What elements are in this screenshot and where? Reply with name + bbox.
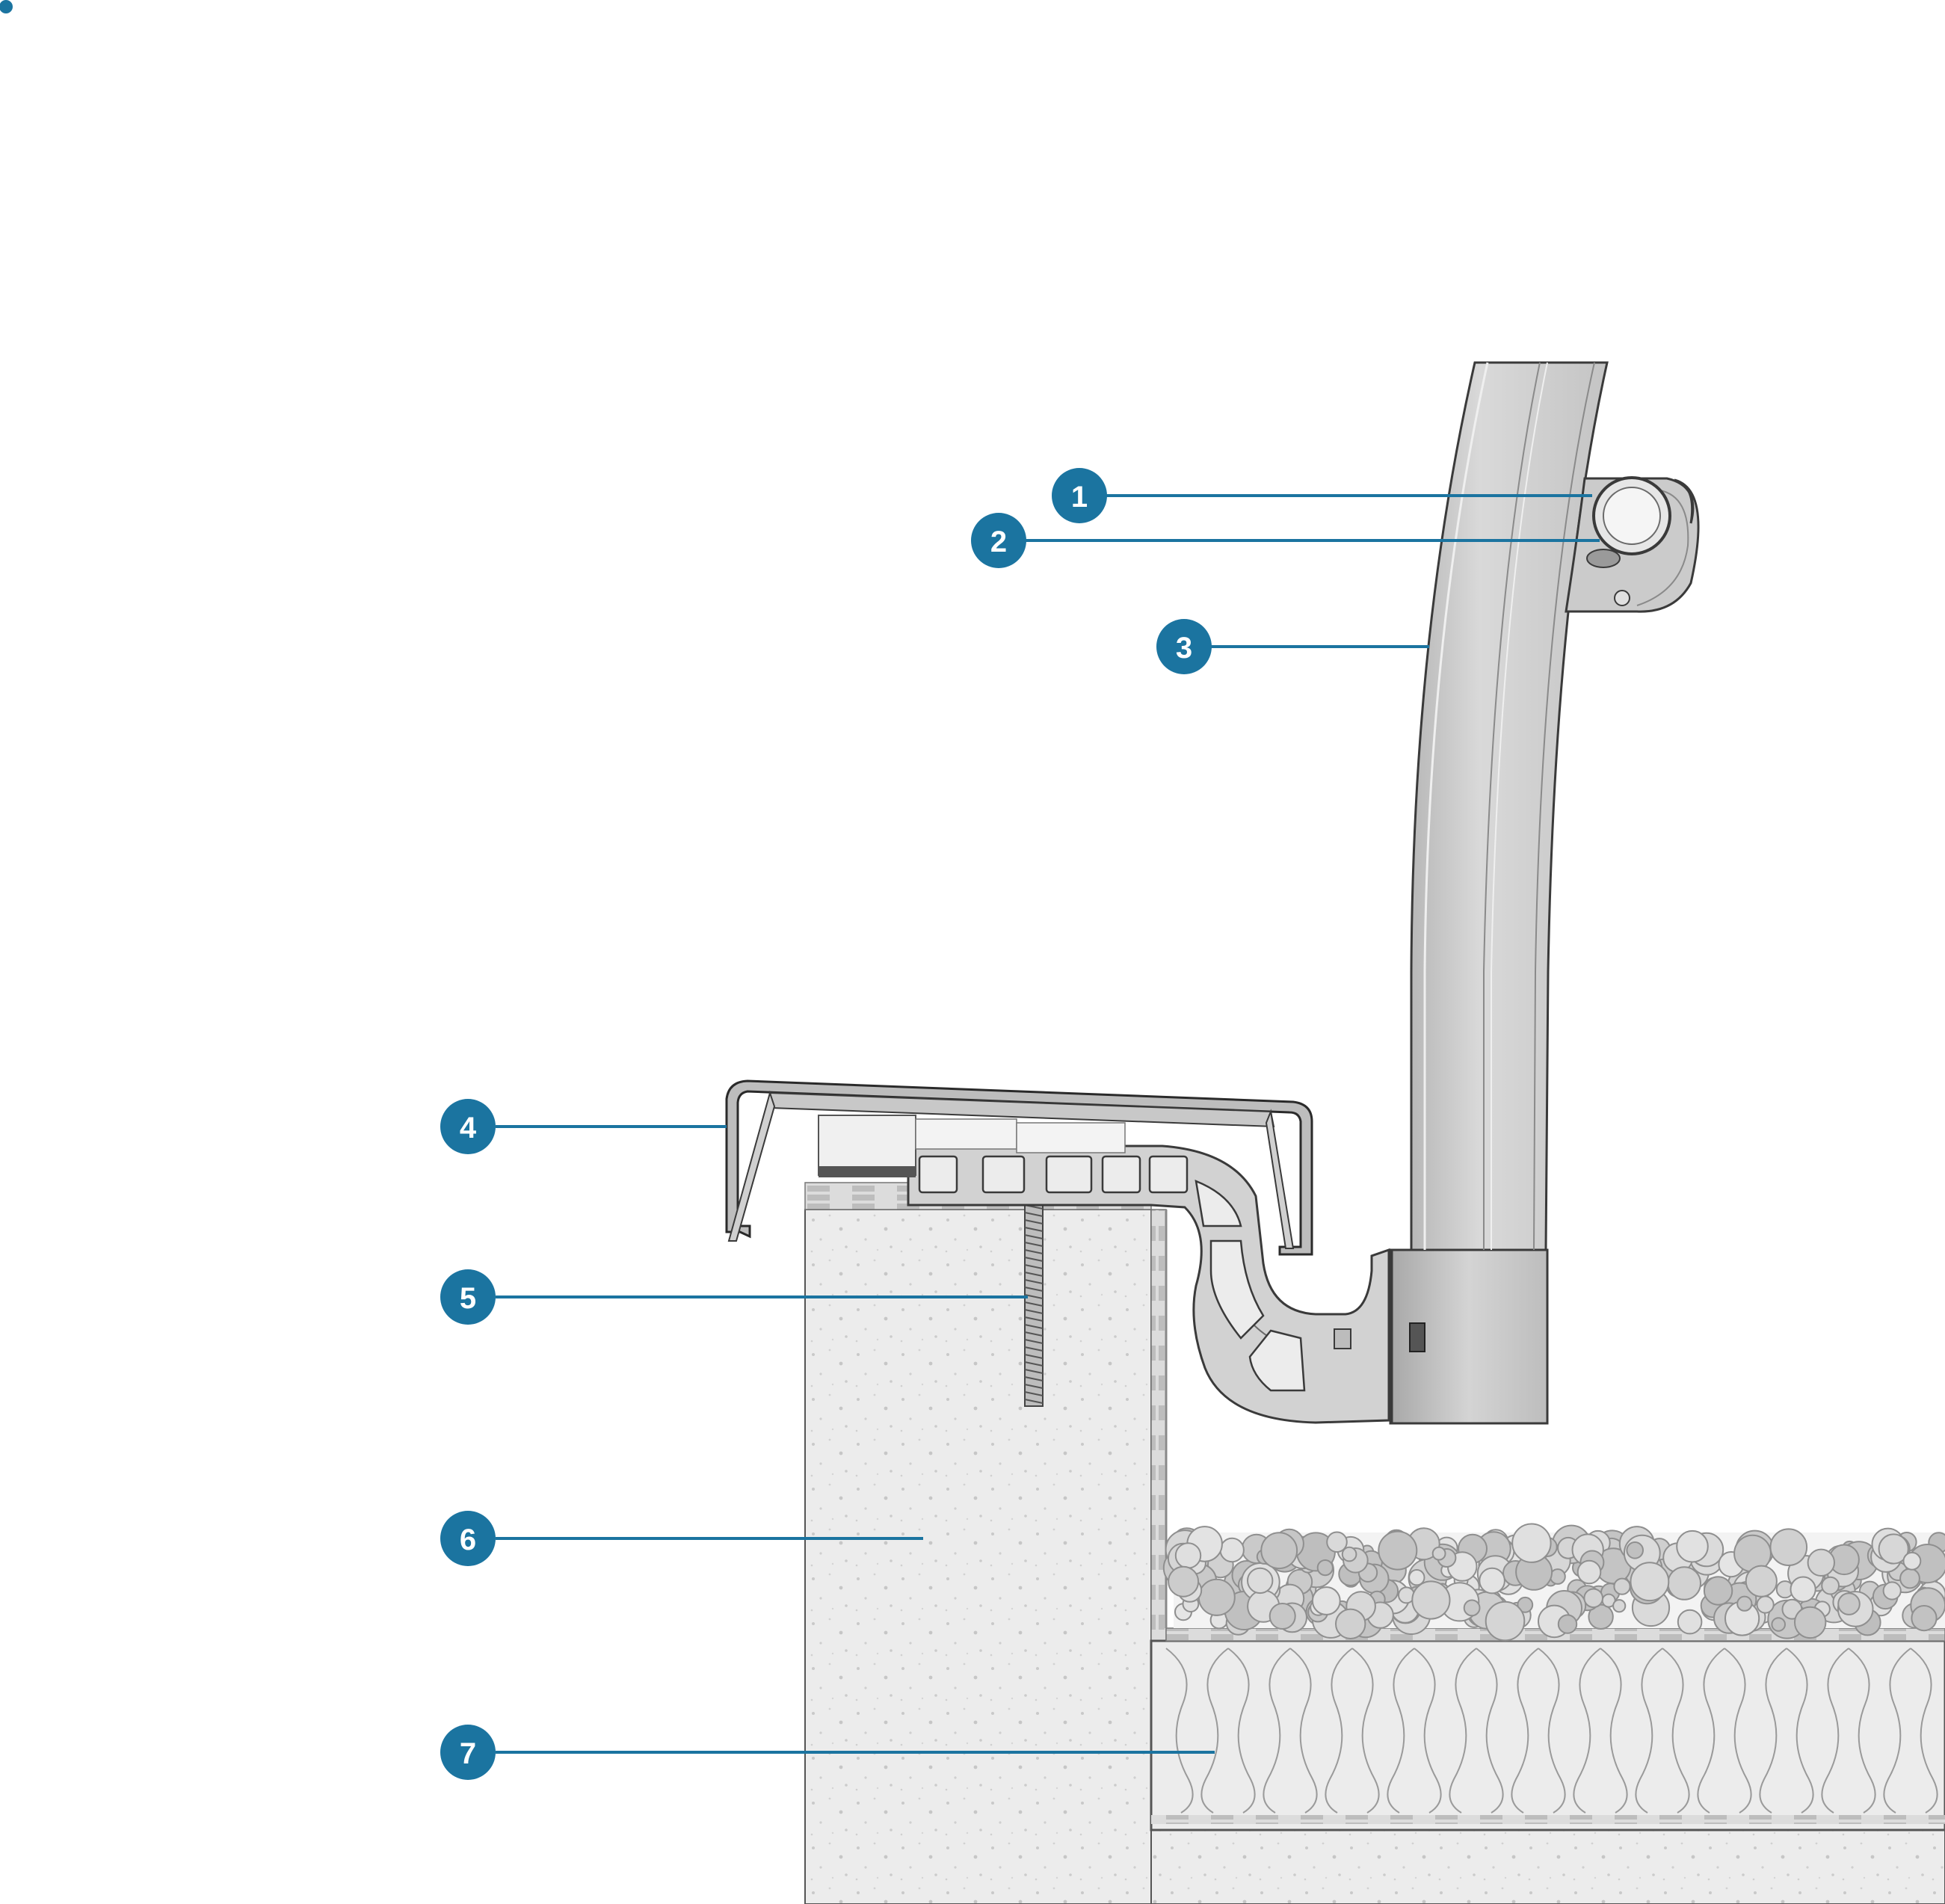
callout-label-1: 1 xyxy=(1071,481,1088,514)
coping-cover xyxy=(725,1079,1313,1256)
callout-label-5: 5 xyxy=(460,1282,476,1315)
concrete-roof-slab xyxy=(1150,1829,1945,1904)
callout-3: 3 xyxy=(1156,619,1212,674)
callout-label-4: 4 xyxy=(460,1112,477,1144)
callout-6: 6 xyxy=(440,1511,496,1566)
callout-7: 7 xyxy=(440,1725,496,1780)
callout-label-3: 3 xyxy=(1176,632,1192,665)
gravel-ballast xyxy=(1162,1523,1945,1642)
callout-4: 4 xyxy=(440,1099,496,1154)
callout-label-7: 7 xyxy=(460,1737,476,1770)
callout-label-2: 2 xyxy=(990,526,1007,558)
base-profile xyxy=(907,1144,1390,1424)
concrete-upstand xyxy=(804,1182,1167,1904)
callout-1: 1 xyxy=(1052,468,1107,523)
callout-5: 5 xyxy=(440,1269,496,1325)
post-socket xyxy=(1389,1248,1549,1425)
corner-dot-marker xyxy=(0,0,13,13)
railing-post xyxy=(1410,361,1609,1251)
callout-2: 2 xyxy=(971,513,1026,568)
callout-label-6: 6 xyxy=(460,1523,476,1556)
handrail-tube xyxy=(1592,476,1671,555)
thermal-insulation xyxy=(1150,1639,1945,1831)
